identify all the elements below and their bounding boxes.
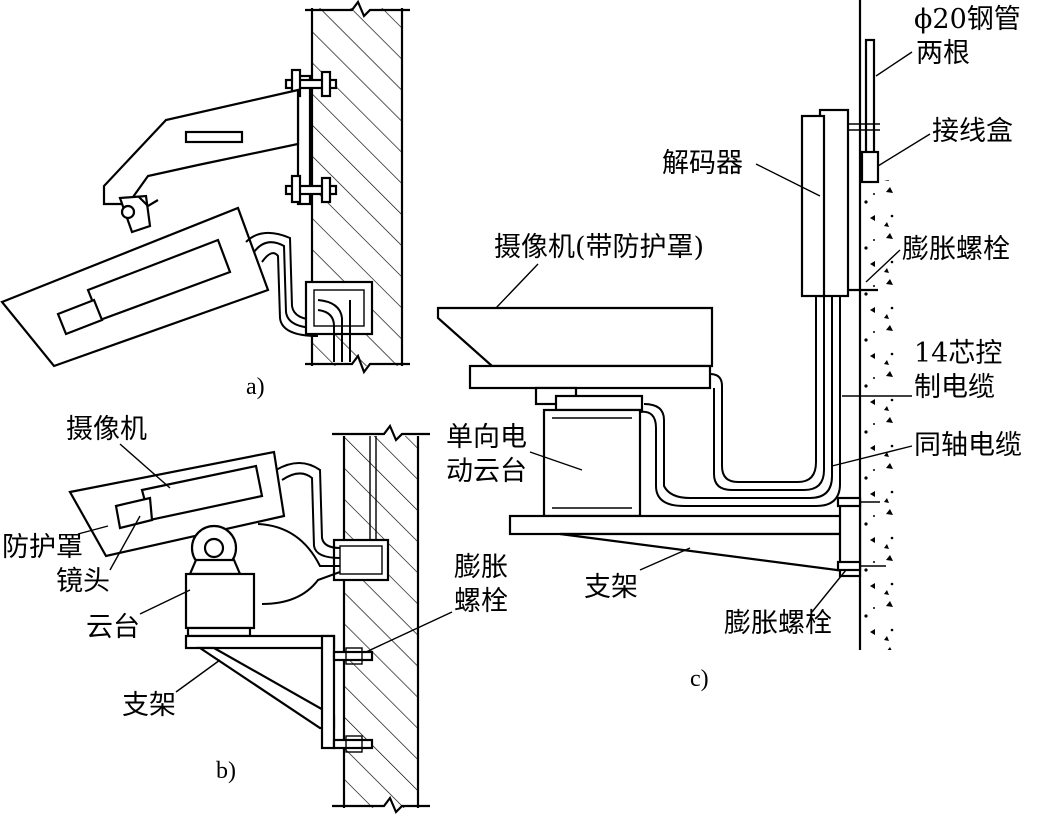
camera-b bbox=[68, 450, 286, 558]
label-bolt-c-lower: 膨胀螺栓 bbox=[724, 608, 832, 639]
bolts-b bbox=[332, 647, 374, 753]
label-junction-box-c: 接线盒 bbox=[932, 116, 1013, 147]
label-decoder: 解码器 bbox=[662, 148, 743, 179]
label-pan-tilt-b: 云台 bbox=[86, 612, 140, 643]
bracket-b bbox=[184, 634, 336, 750]
label-bolt-c-upper: 膨胀螺栓 bbox=[902, 234, 1010, 265]
label-pipe-line2: 两根 bbox=[916, 38, 970, 69]
panel-b: 摄像机 防护罩 镜头 云台 支架 膨胀 螺栓 b) bbox=[2, 414, 508, 814]
bolt-a-lower bbox=[284, 174, 338, 204]
bracket-a bbox=[102, 88, 300, 206]
decoder bbox=[800, 108, 850, 298]
label-lens-b: 镜头 bbox=[56, 566, 110, 597]
panel-a: a) bbox=[0, 0, 410, 400]
camera-a bbox=[0, 206, 270, 368]
label-pan-tilt-c-line1: 单向电 bbox=[446, 422, 527, 453]
panel-c: ϕ20钢管 两根 接线盒 解码器 摄像机(带防护罩) 膨胀螺栓 14芯控 制电缆… bbox=[436, 0, 1022, 692]
caption-a: a) bbox=[246, 374, 265, 400]
bolts-c bbox=[836, 496, 886, 572]
label-pan-tilt-c-line2: 动云台 bbox=[446, 456, 527, 487]
label-cable14-line1: 14芯控 bbox=[914, 338, 1002, 369]
label-pipe-line1: ϕ20钢管 bbox=[914, 4, 1021, 35]
camera-c bbox=[436, 306, 714, 412]
junction-box-c bbox=[860, 150, 880, 184]
label-bolt-b-line1: 膨胀 bbox=[454, 552, 508, 583]
junction-box-a bbox=[304, 280, 374, 362]
wall-b bbox=[332, 423, 430, 814]
pan-tilt-c bbox=[542, 408, 642, 518]
label-camera-c: 摄像机(带防护罩) bbox=[494, 232, 704, 263]
pan-tilt-b bbox=[184, 524, 256, 638]
label-coax: 同轴电缆 bbox=[914, 430, 1022, 461]
label-bracket-b: 支架 bbox=[122, 690, 176, 721]
label-bracket-c: 支架 bbox=[584, 572, 638, 603]
label-cable14-line2: 制电缆 bbox=[914, 372, 995, 403]
label-bolt-b-line2: 螺栓 bbox=[454, 586, 508, 617]
steel-pipes bbox=[848, 38, 880, 156]
junction-box-b bbox=[332, 538, 390, 582]
label-housing-b: 防护罩 bbox=[2, 532, 83, 563]
caption-c: c) bbox=[690, 666, 709, 692]
caption-b: b) bbox=[216, 758, 236, 784]
label-camera-b: 摄像机 bbox=[66, 414, 147, 445]
bracket-c bbox=[508, 498, 862, 578]
